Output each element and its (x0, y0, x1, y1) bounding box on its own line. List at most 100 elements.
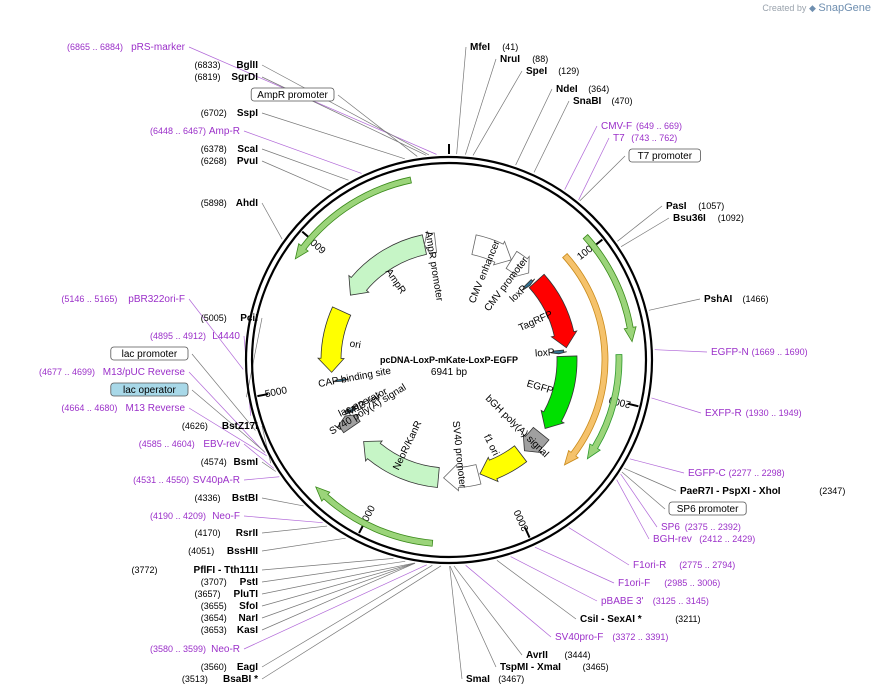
leader-line-paer7i-pspxi-xhoi (624, 468, 677, 492)
leader-line-spei (472, 70, 523, 156)
orf-arrow-3 (315, 486, 434, 547)
leader-line-f1ori-r (568, 527, 630, 566)
site-position: (364) (588, 84, 609, 94)
backbone-outer-ring (244, 155, 654, 565)
orf-arrow-2 (562, 252, 609, 466)
leader-line-sp6-promoter (621, 471, 666, 510)
site-name: PasI (666, 201, 687, 212)
site-name: SV40pA-R (193, 475, 240, 486)
site-position: (3125 .. 3145) (653, 596, 709, 606)
leader-line-lac-promoter (191, 353, 256, 431)
site-name: pBR322ori-F (128, 294, 185, 305)
site-position: (1466) (743, 294, 769, 304)
leader-line-pluti (261, 562, 415, 595)
site-name: AvrII (526, 650, 548, 661)
site-name: F1ori-R (633, 560, 666, 571)
site-position: (2412 .. 2429) (699, 534, 755, 544)
site-name: PflFI - Tth111I (194, 565, 259, 576)
site-label-nari: NarI(3654) (201, 613, 258, 624)
site-position: (4336) (194, 493, 220, 503)
feature-label-f1-ori: f1 ori (481, 433, 501, 458)
leader-line-exfp-r (651, 397, 702, 414)
site-name: M13 Reverse (126, 403, 186, 414)
site-label-sv40pro-f: SV40pro-F(3372 .. 3391) (555, 632, 668, 643)
leader-line-sspi (261, 112, 405, 160)
site-position: (6448 .. 6467) (150, 126, 206, 136)
leader-line-pflfi-tth111i (261, 558, 394, 571)
leader-line-neo-f (243, 515, 323, 524)
leader-line-egfp-c (629, 458, 685, 474)
site-label-neo-f: Neo-F(4190 .. 4209) (150, 511, 240, 522)
site-label-sfoi: SfoI(3655) (201, 601, 258, 612)
site-name: BsmI (234, 457, 259, 468)
site-label-pflfi-tth111i: PflFI - Tth111I(3772) (131, 565, 258, 576)
site-position: (41) (502, 42, 518, 52)
leader-line-sfoi (261, 562, 415, 607)
feature-label-ampr-promoter: AmpR promoter (422, 231, 444, 303)
site-position: (4585 .. 4604) (139, 439, 195, 449)
leader-line-bglii (261, 64, 430, 156)
leader-line-m13-puc-reverse (188, 371, 266, 454)
leader-line-rsrii (261, 525, 328, 534)
site-position: (4531 .. 4550) (133, 475, 189, 485)
site-position: (3657) (194, 589, 220, 599)
leader-line-m13-reverse (188, 407, 267, 457)
site-name: PshAI (704, 294, 733, 305)
site-label-bsmi: BsmI(4574) (201, 457, 258, 468)
site-position: (129) (558, 66, 579, 76)
leader-line-mfei (456, 46, 467, 155)
site-name: EBV-rev (203, 439, 240, 450)
site-position: (6268) (201, 156, 227, 166)
feature-arrow-tagrfp-3 (528, 273, 578, 349)
site-label-bstz17i: BstZ17I(4626) (182, 421, 258, 432)
site-label-sp6: SP6(2375 .. 2392) (661, 522, 741, 533)
site-name: L4440 (212, 331, 240, 342)
site-label-f1ori-f: F1ori-F(2985 .. 3006) (618, 578, 720, 589)
site-name: M13/pUC Reverse (103, 367, 186, 378)
site-label-bglii: BglII(6833) (194, 60, 258, 71)
site-position: (6378) (201, 144, 227, 154)
leader-line-ndei (515, 88, 553, 166)
leader-line-tspmi-xmai (449, 565, 497, 668)
boxed-label-frame (110, 382, 189, 397)
leader-line-smai (449, 565, 463, 680)
feature-arrows (317, 230, 578, 492)
site-name: SfoI (239, 601, 258, 612)
feature-arrow-ampr-15 (348, 234, 427, 296)
site-label-lac-operator: lac operator (110, 382, 189, 397)
tick-mark-5000 (257, 393, 269, 398)
site-label-bgh-rev: BGH-rev (2412 .. 2429) (653, 534, 755, 545)
tick-label-5000: 5000 (264, 385, 288, 400)
site-name: SpeI (526, 66, 547, 77)
leader-line-avrii (453, 565, 523, 656)
site-label-smai: SmaI(3467) (466, 674, 524, 685)
site-name: RsrII (236, 528, 258, 539)
site-label-kasi: KasI(3653) (201, 625, 258, 636)
leader-line-pasi (617, 205, 663, 242)
site-label-pvui: PvuI(6268) (201, 156, 258, 167)
leader-line-scai (261, 148, 349, 181)
site-name: SP6 promoter (677, 504, 739, 515)
site-name: BstBI (232, 493, 258, 504)
leader-line-bsshii (261, 537, 346, 552)
site-name: BGH-rev (653, 534, 692, 545)
site-label-paer7i-pspxi-xhoi: PaeR7I - PspXI - XhoI(2347) (680, 486, 845, 497)
site-name: SP6 (661, 522, 680, 533)
site-name: PaeR7I - PspXI - XhoI (680, 486, 781, 497)
leader-line-bstbi (261, 497, 304, 507)
site-label-egfp-c: EGFP-C(2277 .. 2298) (688, 468, 785, 479)
feature-arrow-cmv-enhancer-0 (471, 234, 512, 266)
leader-line-csii-sexai (496, 560, 577, 620)
leader-line-f1ori-f (534, 546, 615, 584)
leader-line-pbr322ori-f (188, 298, 244, 370)
site-name: T7 promoter (638, 151, 693, 162)
site-name: BglII (236, 60, 258, 71)
site-name: EGFP-C (688, 468, 726, 479)
leader-line-pshai (648, 298, 701, 311)
site-label-eagi: EagI(3560) (201, 662, 258, 673)
feature-label-tagrfp: TagRFP (517, 309, 555, 334)
plasmid-length: 6941 bp (431, 367, 468, 378)
site-label-prs-marker: pRS-marker(6865 .. 6884) (67, 42, 186, 53)
site-name: KasI (237, 625, 258, 636)
